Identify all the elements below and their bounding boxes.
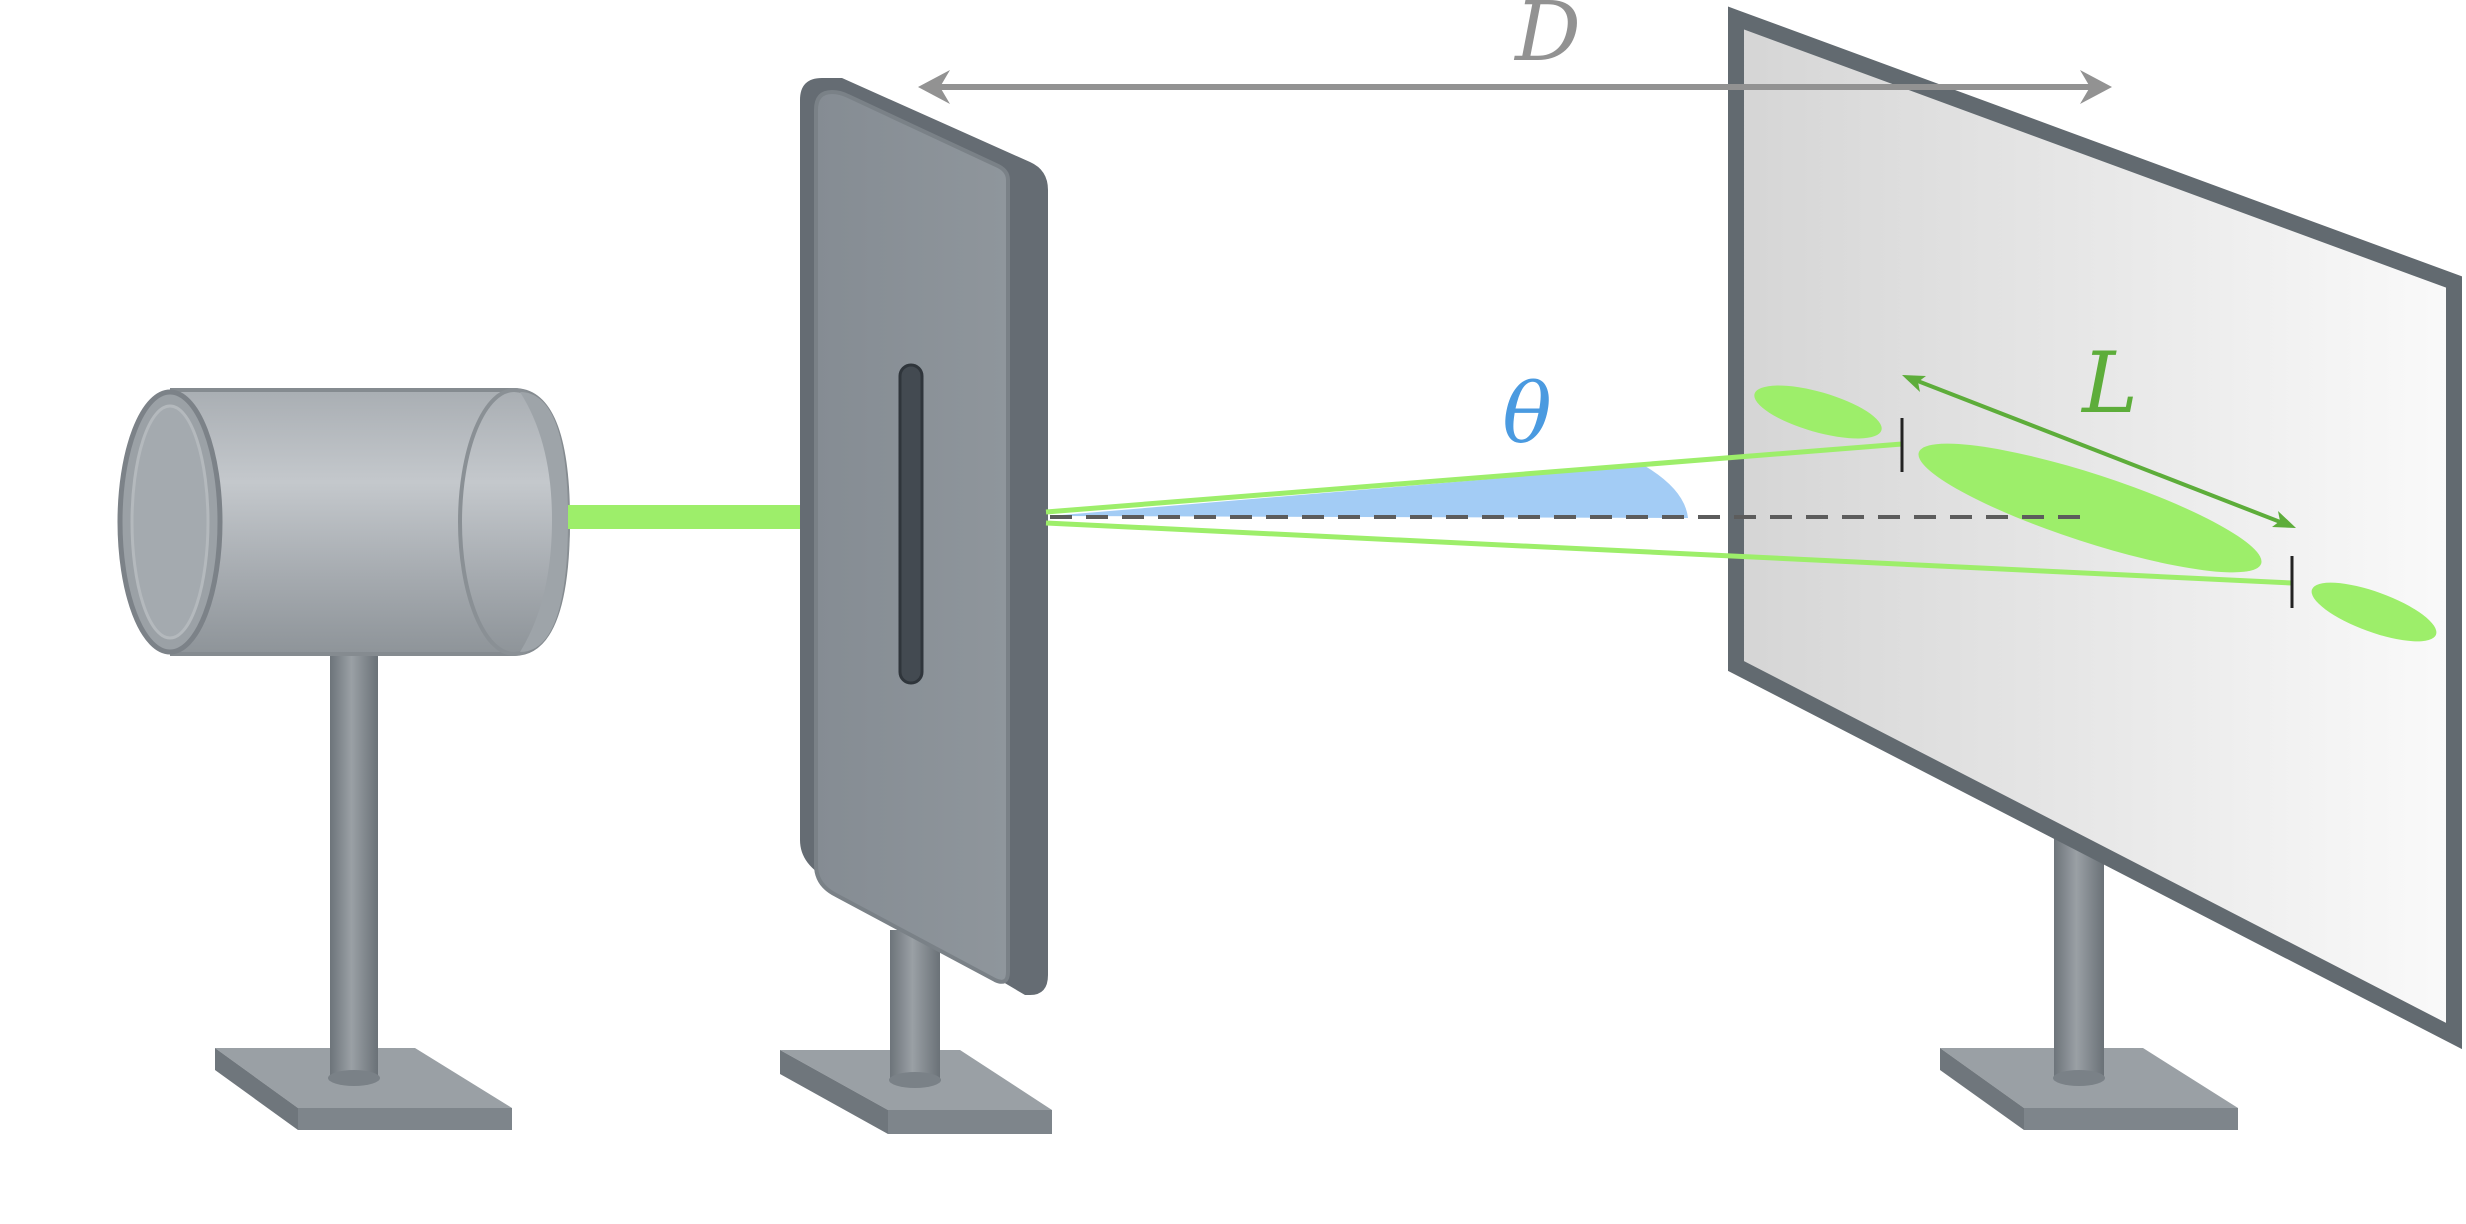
angle-wedge: [1050, 466, 1688, 518]
distance-label: D: [1513, 0, 1581, 80]
distance-arrow: [918, 70, 2112, 104]
fringe-spacing-label: L: [2080, 334, 2138, 432]
diffraction-fringes: [1754, 385, 2437, 642]
laser: [117, 388, 571, 1130]
fringe-central: [1918, 443, 2262, 573]
diffracted-ray-lower: [1045, 520, 2293, 586]
slit-plate-post: [890, 930, 940, 1080]
screen-post: [2054, 820, 2104, 1080]
fringe-lower: [2311, 582, 2437, 642]
fringe-spacing-arrow: [1902, 375, 2296, 528]
slit-plate: [780, 78, 1052, 1134]
angle-label: θ: [1502, 367, 1551, 462]
laser-body: [170, 388, 571, 656]
laser-post: [330, 640, 378, 1080]
slit: [898, 363, 924, 685]
fringe-upper: [1754, 385, 1882, 439]
diffracted-ray-upper: [1045, 441, 1903, 515]
